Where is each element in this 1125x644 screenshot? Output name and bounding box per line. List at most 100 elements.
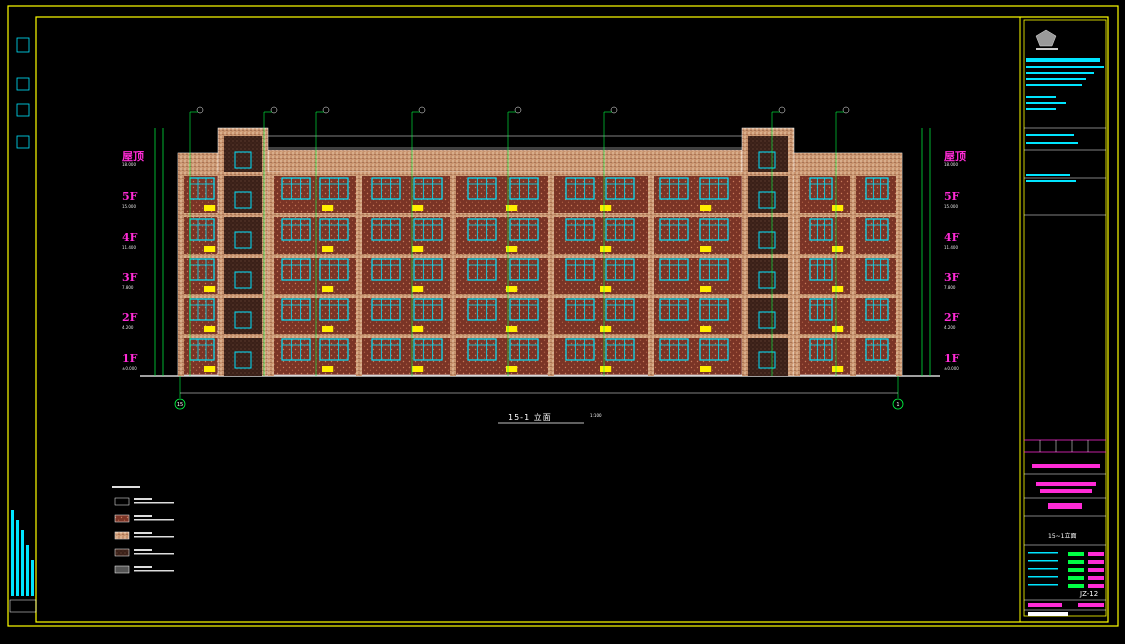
pilaster bbox=[356, 172, 362, 376]
window bbox=[699, 338, 729, 361]
material-legend bbox=[112, 486, 174, 574]
ac-unit bbox=[506, 326, 518, 332]
pilaster bbox=[450, 172, 456, 376]
stair-window bbox=[234, 271, 252, 289]
ac-unit bbox=[506, 366, 518, 372]
floor-label-left: 5F bbox=[122, 190, 138, 203]
axis-bubble-right bbox=[892, 398, 904, 410]
ac-unit bbox=[506, 246, 518, 252]
drawing-title: 15-1 立面 bbox=[508, 413, 552, 422]
pilaster bbox=[742, 172, 748, 376]
floor-label-left: 1F bbox=[122, 352, 138, 365]
window bbox=[413, 258, 443, 281]
ac-unit bbox=[832, 286, 844, 292]
roof-parapet-right bbox=[794, 153, 902, 173]
window bbox=[371, 298, 401, 321]
ac-unit bbox=[322, 246, 334, 252]
stair-window bbox=[234, 351, 252, 369]
ac-unit bbox=[832, 246, 844, 252]
window bbox=[565, 177, 595, 200]
window bbox=[809, 218, 833, 241]
pilaster bbox=[268, 172, 274, 376]
elevation-value-left: 11.400 bbox=[122, 245, 136, 250]
floor-label-right: 3F bbox=[944, 271, 960, 284]
ac-unit bbox=[832, 366, 844, 372]
pilaster bbox=[178, 172, 184, 376]
detail-callout-bubble bbox=[778, 106, 786, 114]
stair-window bbox=[234, 191, 252, 209]
floor-label-right: 2F bbox=[944, 311, 960, 324]
detail-callout-bubble bbox=[514, 106, 522, 114]
elevation-value-left: ±0.000 bbox=[122, 366, 137, 371]
pilaster bbox=[896, 172, 902, 376]
elevation-value-right: 15.000 bbox=[944, 204, 958, 209]
axis-bubble-left bbox=[174, 398, 186, 410]
stair-window bbox=[758, 311, 776, 329]
window bbox=[319, 258, 349, 281]
stair-window bbox=[758, 271, 776, 289]
floor-label-left: 3F bbox=[122, 271, 138, 284]
ac-unit bbox=[204, 366, 216, 372]
window bbox=[509, 258, 539, 281]
stair-window bbox=[758, 351, 776, 369]
ac-unit bbox=[700, 246, 712, 252]
window bbox=[699, 218, 729, 241]
pilaster bbox=[648, 172, 654, 376]
window bbox=[659, 298, 689, 321]
ac-unit bbox=[322, 326, 334, 332]
window bbox=[509, 338, 539, 361]
window bbox=[509, 177, 539, 200]
floor-label-left: 2F bbox=[122, 311, 138, 324]
detail-callout-bubble bbox=[270, 106, 278, 114]
title-block bbox=[1023, 19, 1107, 617]
stair-window bbox=[234, 231, 252, 249]
window bbox=[659, 177, 689, 200]
floor-label-right: 4F bbox=[944, 231, 960, 244]
window bbox=[565, 218, 595, 241]
window bbox=[281, 258, 311, 281]
elevation-value-right: 11.400 bbox=[944, 245, 958, 250]
ac-unit bbox=[700, 366, 712, 372]
window bbox=[699, 177, 729, 200]
window bbox=[565, 338, 595, 361]
floor-label-right: 1F bbox=[944, 352, 960, 365]
ac-unit bbox=[700, 286, 712, 292]
window bbox=[605, 298, 635, 321]
window bbox=[509, 218, 539, 241]
window bbox=[659, 218, 689, 241]
elevation-value-left: 18.000 bbox=[122, 162, 136, 167]
window bbox=[865, 298, 889, 321]
company-logo-icon bbox=[1035, 29, 1057, 47]
pilaster bbox=[794, 172, 800, 376]
ac-unit bbox=[204, 246, 216, 252]
floor-label-left: 4F bbox=[122, 231, 138, 244]
ac-unit bbox=[506, 205, 518, 211]
window bbox=[699, 298, 729, 321]
ac-unit bbox=[700, 326, 712, 332]
floor-band bbox=[178, 172, 902, 176]
elevation-value-right: 7.800 bbox=[944, 285, 956, 290]
window bbox=[865, 338, 889, 361]
detail-callout-bubble bbox=[322, 106, 330, 114]
window bbox=[371, 218, 401, 241]
window bbox=[413, 218, 443, 241]
window bbox=[865, 258, 889, 281]
elevation-value-left: 4.200 bbox=[122, 325, 134, 330]
window bbox=[865, 218, 889, 241]
window bbox=[319, 177, 349, 200]
pilaster bbox=[548, 172, 554, 376]
stair-window bbox=[758, 231, 776, 249]
stair-window bbox=[234, 311, 252, 329]
drawing-scale: 1:100 bbox=[590, 413, 602, 418]
elevation-value-right: 4.200 bbox=[944, 325, 956, 330]
building-facade bbox=[177, 127, 903, 377]
window bbox=[319, 298, 349, 321]
pilaster bbox=[850, 172, 856, 376]
window bbox=[605, 218, 635, 241]
window bbox=[319, 338, 349, 361]
window bbox=[467, 177, 497, 200]
ac-unit bbox=[832, 205, 844, 211]
window bbox=[809, 258, 833, 281]
